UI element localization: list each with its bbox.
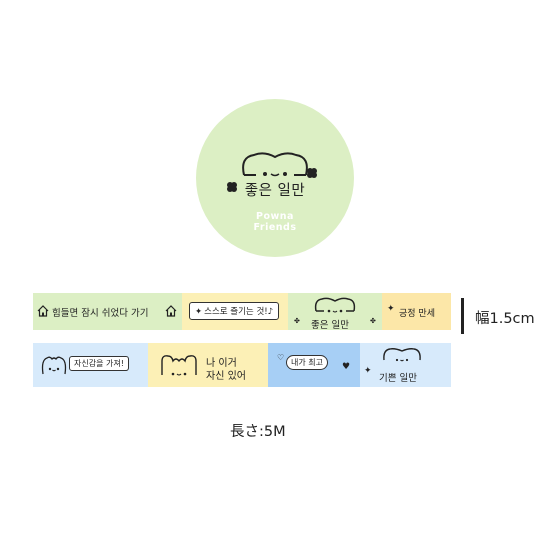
heart-icon: ♥ [342,362,351,372]
brand-line-1: Powna [256,211,294,222]
tape-label-box: ✦스스로 즐기는 것!♪ [189,302,280,320]
tape-segment: ✦스스로 즐기는 것!♪ [182,293,288,330]
tape-strip-bottom: 자신감을 가져! 나 이거 자신 있어 ♡ 내가 최고 ♥ ✦ 기쁜 일만 [33,343,451,387]
tape-text-line-1: 나 이거 [206,358,237,369]
tape-text-line-2: 자신 있어 [206,371,246,382]
clover-icon: ✤ [370,317,376,325]
sticker-caption: 좋은 일만 [244,183,306,199]
house-icon [165,305,177,317]
bear-face-icon [41,356,67,375]
tape-text: 내가 최고 [291,358,323,367]
tape-text: 좋은 일만 [311,320,349,330]
tape-segment: 나 이거 자신 있어 [148,343,268,387]
heart-icon: ♡ [277,353,285,362]
clover-icon [307,168,317,178]
width-label: 幅1.5cm [475,311,535,327]
clover-icon [227,182,237,192]
tape-text: 힘들면 잠시 쉬었다 가기 [52,308,149,319]
tape-text: 자신감을 가져! [74,359,124,368]
sparkle-icon: ✦ [195,307,203,317]
tape-segment: ✦ 기쁜 일만 [360,343,451,387]
tape-strip-top: 힘들면 잠시 쉬었다 가기 ✦스스로 즐기는 것!♪ ✤ 좋은 일만 ✤ ✦ 긍… [33,293,451,330]
tape-label-box: 내가 최고 [286,355,328,370]
dog-face-icon [383,348,421,362]
tape-segment: ♡ 내가 최고 ♥ [268,343,360,387]
clover-icon: ✤ [294,317,300,325]
sparkle-icon: ✦ [387,304,395,314]
dog-face-icon [314,297,356,313]
brand-logo: Powna Friends [196,211,354,233]
tape-segment: 힘들면 잠시 쉬었다 가기 [33,293,182,330]
tape-text: 스스로 즐기는 것!♪ [204,307,274,317]
tape-segment: 자신감을 가져! [33,343,148,387]
brand-line-2: Friends [253,222,297,233]
tape-segment: ✦ 긍정 만세 [382,293,451,330]
dog-face-icon [161,355,197,376]
sparkle-icon: ✦ [364,366,372,376]
round-sticker: 좋은 일만 Powna Friends [196,99,354,257]
house-icon [37,305,49,317]
tape-text: 긍정 만세 [399,309,435,319]
width-indicator-bar [461,298,464,334]
tape-text: 기쁜 일만 [379,373,417,384]
tape-label-box: 자신감을 가져! [69,356,129,371]
tape-segment: ✤ 좋은 일만 ✤ [288,293,382,330]
dog-face-icon [242,152,308,177]
length-label: 長さ:5M [230,424,286,440]
